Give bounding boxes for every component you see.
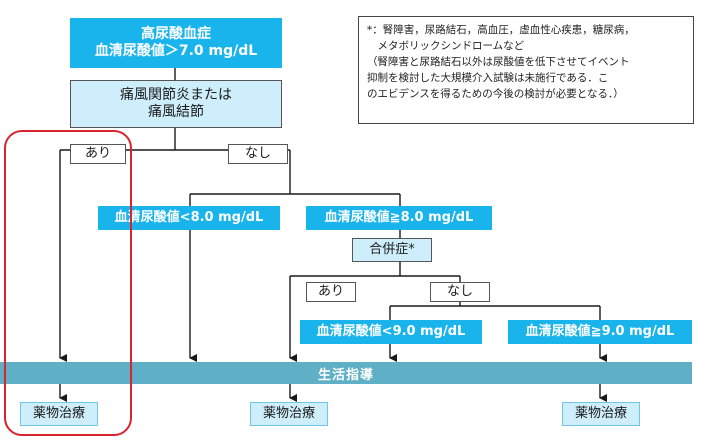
lifestyle-guidance-band: 生活指導 [0,362,692,384]
uric-ge9-box: 血清尿酸値≧9.0 mg/dL [508,320,692,344]
branch-yes-gout: あり [70,144,126,164]
drug-therapy-box-middle: 薬物治療 [250,402,328,426]
branch-no-complication: なし [430,282,490,302]
uric-lt9-box: 血清尿酸値<9.0 mg/dL [300,320,482,344]
drug-therapy-label-left: 薬物治療 [32,405,85,421]
gout-box: 痛風関節炎または 痛風結節 [70,80,282,128]
branch-yes-gout-label: あり [84,145,111,161]
footnote-line-2: メタボリックシンドロームなど [367,40,525,52]
branch-yes-complication: あり [306,282,356,302]
complication-label: 合併症* [369,241,415,257]
footnote-line-1: *：腎障害，尿路結石，高血圧，虚血性心疾患，糖尿病， [367,24,635,36]
gout-line-1: 痛風関節炎または [120,86,232,103]
footnote-line-4: 抑制を検討した大規模介入試験は未施行である．こ [367,72,609,84]
branch-no-gout-label: なし [244,145,271,161]
drug-therapy-label-middle: 薬物治療 [262,405,315,421]
uric-ge8-label: 血清尿酸値≧8.0 mg/dL [324,209,474,225]
hyperuricemia-threshold: 血清尿酸値＞7.0 mg/dL [94,43,258,59]
branch-yes-complication-label: あり [317,283,344,299]
footnote-box: *：腎障害，尿路結石，高血圧，虚血性心疾患，糖尿病， メタボリックシンドロームな… [358,16,694,124]
gout-line-2: 痛風結節 [148,104,204,120]
highlight-outline [4,130,132,436]
uric-lt9-label: 血清尿酸値<9.0 mg/dL [316,323,466,339]
complication-box: 合併症* [352,238,432,262]
uric-lt8-box: 血清尿酸値<8.0 mg/dL [98,206,280,230]
drug-therapy-box-left: 薬物治療 [20,402,98,426]
hyperuricemia-box: 高尿酸血症 血清尿酸値＞7.0 mg/dL [70,18,282,68]
uric-ge8-box: 血清尿酸値≧8.0 mg/dL [306,206,492,230]
footnote-line-5: のエビデンスを得るための今後の検討が必要となる．） [367,88,624,100]
hyperuricemia-title: 高尿酸血症 [141,25,211,42]
uric-ge9-label: 血清尿酸値≧9.0 mg/dL [525,323,675,339]
branch-no-complication-label: なし [446,283,473,299]
drug-therapy-box-right: 薬物治療 [562,402,640,426]
uric-lt8-label: 血清尿酸値<8.0 mg/dL [114,209,264,225]
drug-therapy-label-right: 薬物治療 [574,405,627,421]
footnote-line-3: （腎障害と尿路結石以外は尿酸値を低下させてイベント [367,56,630,68]
branch-no-gout: なし [228,144,288,164]
lifestyle-guidance-label: 生活指導 [317,367,374,383]
